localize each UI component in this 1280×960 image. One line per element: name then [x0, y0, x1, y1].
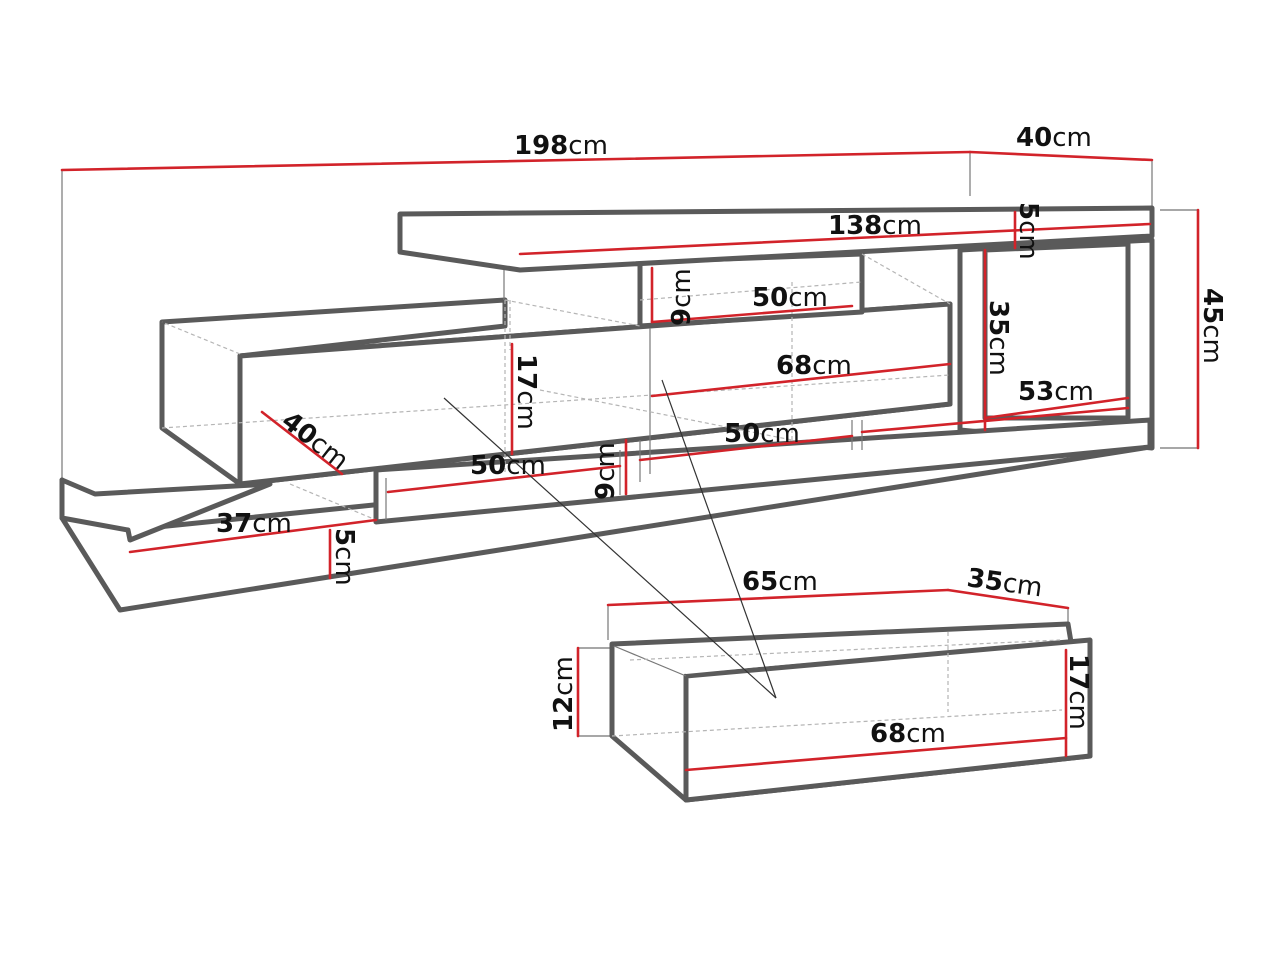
label-upper-niche-height: 9cm	[667, 268, 697, 326]
label-top-shelf-length: 138cm	[828, 211, 922, 241]
label-overall-depth: 40cm	[1016, 123, 1092, 153]
lower-niche	[373, 417, 1153, 525]
label-lower-niche-left: 50cm	[470, 451, 546, 481]
label-drawer-length: 65cm	[742, 567, 818, 597]
label-base-thickness: 5cm	[329, 528, 359, 586]
label-lower-niche-right: 50cm	[724, 419, 800, 449]
dimension-labels: 198cm 40cm 45cm 138cm 5cm 9cm 50cm 35cm …	[216, 123, 1227, 749]
label-drawer-front-width: 68cm	[870, 719, 946, 749]
dimension-lines	[60, 150, 1200, 772]
label-lower-niche-height: 9cm	[591, 442, 621, 500]
tv-stand	[59, 205, 1155, 613]
label-top-shelf-thickness: 5cm	[1013, 202, 1043, 260]
label-overall-width: 198cm	[514, 131, 608, 161]
label-upper-niche-width: 50cm	[752, 283, 828, 313]
label-drawer-width-large: 68cm	[776, 351, 852, 381]
label-cabinet-height: 17cm	[511, 354, 541, 430]
drawer	[609, 621, 1093, 803]
label-base-step-length: 37cm	[216, 509, 292, 539]
label-upper-section-height: 35cm	[983, 300, 1013, 376]
base-step	[59, 477, 273, 543]
leader-lines	[443, 379, 777, 699]
hidden-edges	[161, 253, 951, 521]
label-upper-depth: 53cm	[1018, 377, 1094, 407]
label-drawer-height: 12cm	[549, 656, 579, 732]
label-drawer-depth: 35cm	[965, 563, 1044, 603]
label-overall-height: 45cm	[1197, 288, 1227, 364]
label-drawer-front-height: 17cm	[1063, 654, 1093, 730]
top-shelf	[397, 205, 1155, 273]
